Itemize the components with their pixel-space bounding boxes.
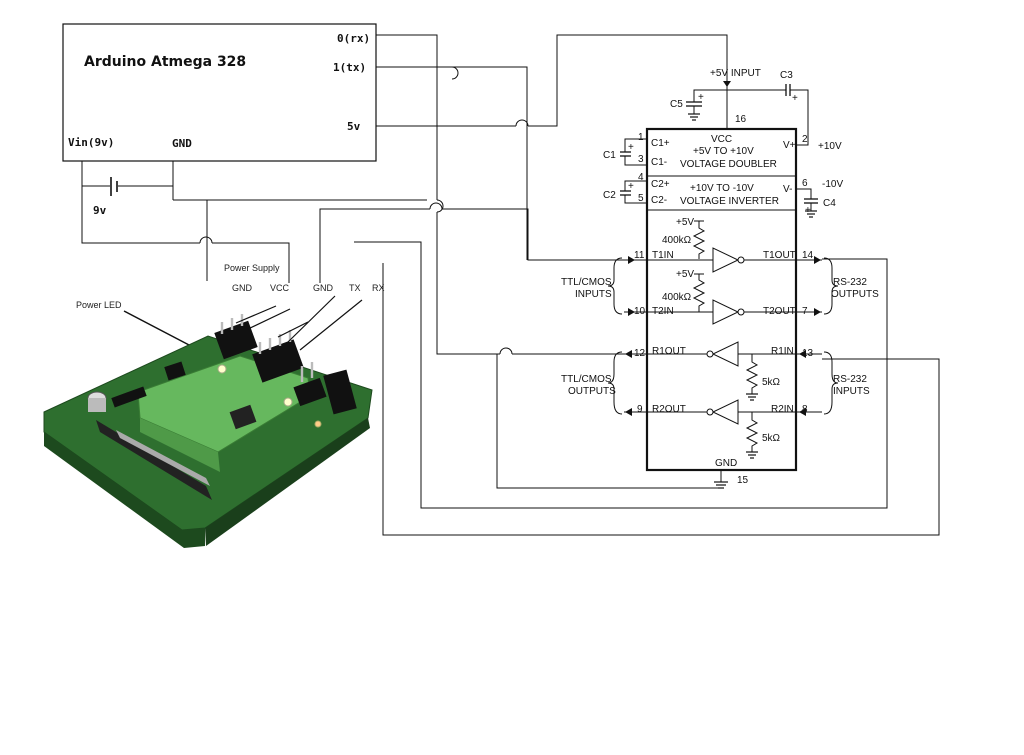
module-pin-rx: RX bbox=[372, 283, 385, 293]
svg-text:RS-232: RS-232 bbox=[833, 374, 867, 385]
svg-text:6: 6 bbox=[802, 178, 808, 189]
svg-text:+5V: +5V bbox=[676, 217, 694, 228]
max232-ic: +5V INPUT 16 VCC +5V TO +10V VOLTAGE DOU… bbox=[561, 68, 879, 489]
svg-text:OUTPUTS: OUTPUTS bbox=[568, 386, 616, 397]
svg-text:5kΩ: 5kΩ bbox=[762, 377, 781, 388]
cap-c1: + C1 bbox=[603, 138, 647, 166]
svg-text:INPUTS: INPUTS bbox=[575, 289, 612, 300]
svg-text:15: 15 bbox=[737, 475, 749, 486]
svg-text:V+: V+ bbox=[783, 140, 796, 151]
svg-text:3: 3 bbox=[638, 154, 644, 165]
svg-text:R1OUT: R1OUT bbox=[652, 346, 686, 357]
svg-text:+10V TO -10V: +10V TO -10V bbox=[690, 183, 754, 194]
cap-c4: + C4 bbox=[796, 188, 836, 218]
svg-text:400kΩ: 400kΩ bbox=[662, 292, 692, 303]
svg-text:C1-: C1- bbox=[651, 157, 667, 168]
ic-vcc: VCC bbox=[711, 134, 732, 145]
svg-text:T2IN: T2IN bbox=[652, 306, 674, 317]
svg-text:R1IN: R1IN bbox=[771, 346, 794, 357]
module-pin-tx: TX bbox=[349, 283, 361, 293]
svg-text:4: 4 bbox=[638, 172, 644, 183]
svg-text:OUTPUTS: OUTPUTS bbox=[831, 289, 879, 300]
svg-text:9: 9 bbox=[637, 404, 643, 415]
ic-5v-input: +5V INPUT bbox=[710, 68, 761, 79]
svg-text:11: 11 bbox=[634, 250, 645, 261]
cap-c3: + C3 bbox=[727, 70, 809, 146]
arduino-pin-5v: 5v bbox=[347, 120, 361, 133]
svg-text:+5V TO +10V: +5V TO +10V bbox=[693, 146, 754, 157]
svg-text:T2OUT: T2OUT bbox=[763, 306, 796, 317]
svg-text:C1: C1 bbox=[603, 150, 616, 161]
svg-text:+: + bbox=[792, 93, 798, 104]
power-led-label: Power LED bbox=[76, 300, 122, 310]
ic-ground: GND 15 bbox=[714, 458, 749, 489]
arduino-outline bbox=[62, 23, 377, 162]
svg-text:C3: C3 bbox=[780, 70, 793, 81]
ic-group-labels: TTL/CMOS INPUTS TTL/CMOS OUTPUTS RS-232 … bbox=[561, 257, 879, 415]
svg-text:C2: C2 bbox=[603, 190, 616, 201]
svg-text:TTL/CMOS: TTL/CMOS bbox=[561, 374, 612, 385]
svg-text:RS-232: RS-232 bbox=[833, 277, 867, 288]
svg-text:C4: C4 bbox=[823, 198, 836, 209]
svg-text:TTL/CMOS: TTL/CMOS bbox=[561, 277, 612, 288]
svg-text:400kΩ: 400kΩ bbox=[662, 235, 692, 246]
svg-text:C2+: C2+ bbox=[651, 179, 670, 190]
svg-text:R2IN: R2IN bbox=[771, 404, 794, 415]
svg-text:16: 16 bbox=[735, 114, 747, 125]
arduino-title: Arduino Atmega 328 bbox=[84, 54, 246, 70]
svg-text:T1OUT: T1OUT bbox=[763, 250, 796, 261]
wires bbox=[81, 34, 940, 536]
arduino-pin-vin: Vin(9v) bbox=[68, 136, 114, 149]
power-supply-label: Power Supply bbox=[224, 263, 280, 273]
driver-1: +5V 400kΩ T1IN T1OUT 11 14 bbox=[634, 217, 814, 273]
battery-symbol: 9v bbox=[81, 161, 174, 217]
svg-text:1: 1 bbox=[638, 132, 644, 143]
svg-text:C2-: C2- bbox=[651, 195, 667, 206]
receiver-2: 5kΩ R2OUT R2IN 9 8 bbox=[637, 399, 808, 459]
arduino-pin-tx: 1(tx) bbox=[333, 61, 366, 74]
module-pin-vcc: VCC bbox=[270, 283, 290, 293]
svg-text:GND: GND bbox=[715, 458, 737, 469]
svg-text:+: + bbox=[628, 181, 634, 192]
svg-text:5: 5 bbox=[638, 193, 644, 204]
svg-text:14: 14 bbox=[802, 250, 814, 261]
svg-text:+: + bbox=[698, 92, 704, 103]
svg-text:+: + bbox=[805, 205, 811, 216]
svg-text:INPUTS: INPUTS bbox=[833, 386, 870, 397]
svg-text:+: + bbox=[628, 142, 634, 153]
arduino-pin-rx: 0(rx) bbox=[337, 32, 370, 45]
battery-label: 9v bbox=[93, 204, 107, 217]
arduino-pin-gnd: GND bbox=[172, 137, 192, 150]
svg-text:+10V: +10V bbox=[818, 141, 842, 152]
module-pin-gnd-2: GND bbox=[313, 283, 334, 293]
gsm-module-board: Power Supply GND VCC GND TX RX Power LED bbox=[43, 263, 385, 548]
arduino-block: Arduino Atmega 328 0(rx) 1(tx) 5v Vin(9v… bbox=[62, 23, 377, 162]
svg-text:C1+: C1+ bbox=[651, 138, 670, 149]
svg-text:-10V: -10V bbox=[822, 179, 843, 190]
svg-text:C5: C5 bbox=[670, 99, 683, 110]
svg-text:VOLTAGE INVERTER: VOLTAGE INVERTER bbox=[680, 196, 779, 207]
svg-text:V-: V- bbox=[783, 184, 792, 195]
svg-text:T1IN: T1IN bbox=[652, 250, 674, 261]
module-pin-gnd-1: GND bbox=[232, 283, 253, 293]
cap-c2: + C2 bbox=[603, 180, 647, 204]
svg-text:+5V: +5V bbox=[676, 269, 694, 280]
cap-c5: + C5 bbox=[670, 89, 727, 121]
ic-pin-stubs bbox=[624, 256, 822, 416]
svg-text:R2OUT: R2OUT bbox=[652, 404, 686, 415]
svg-text:5kΩ: 5kΩ bbox=[762, 433, 781, 444]
svg-text:VOLTAGE DOUBLER: VOLTAGE DOUBLER bbox=[680, 159, 777, 170]
svg-text:2: 2 bbox=[802, 134, 808, 145]
